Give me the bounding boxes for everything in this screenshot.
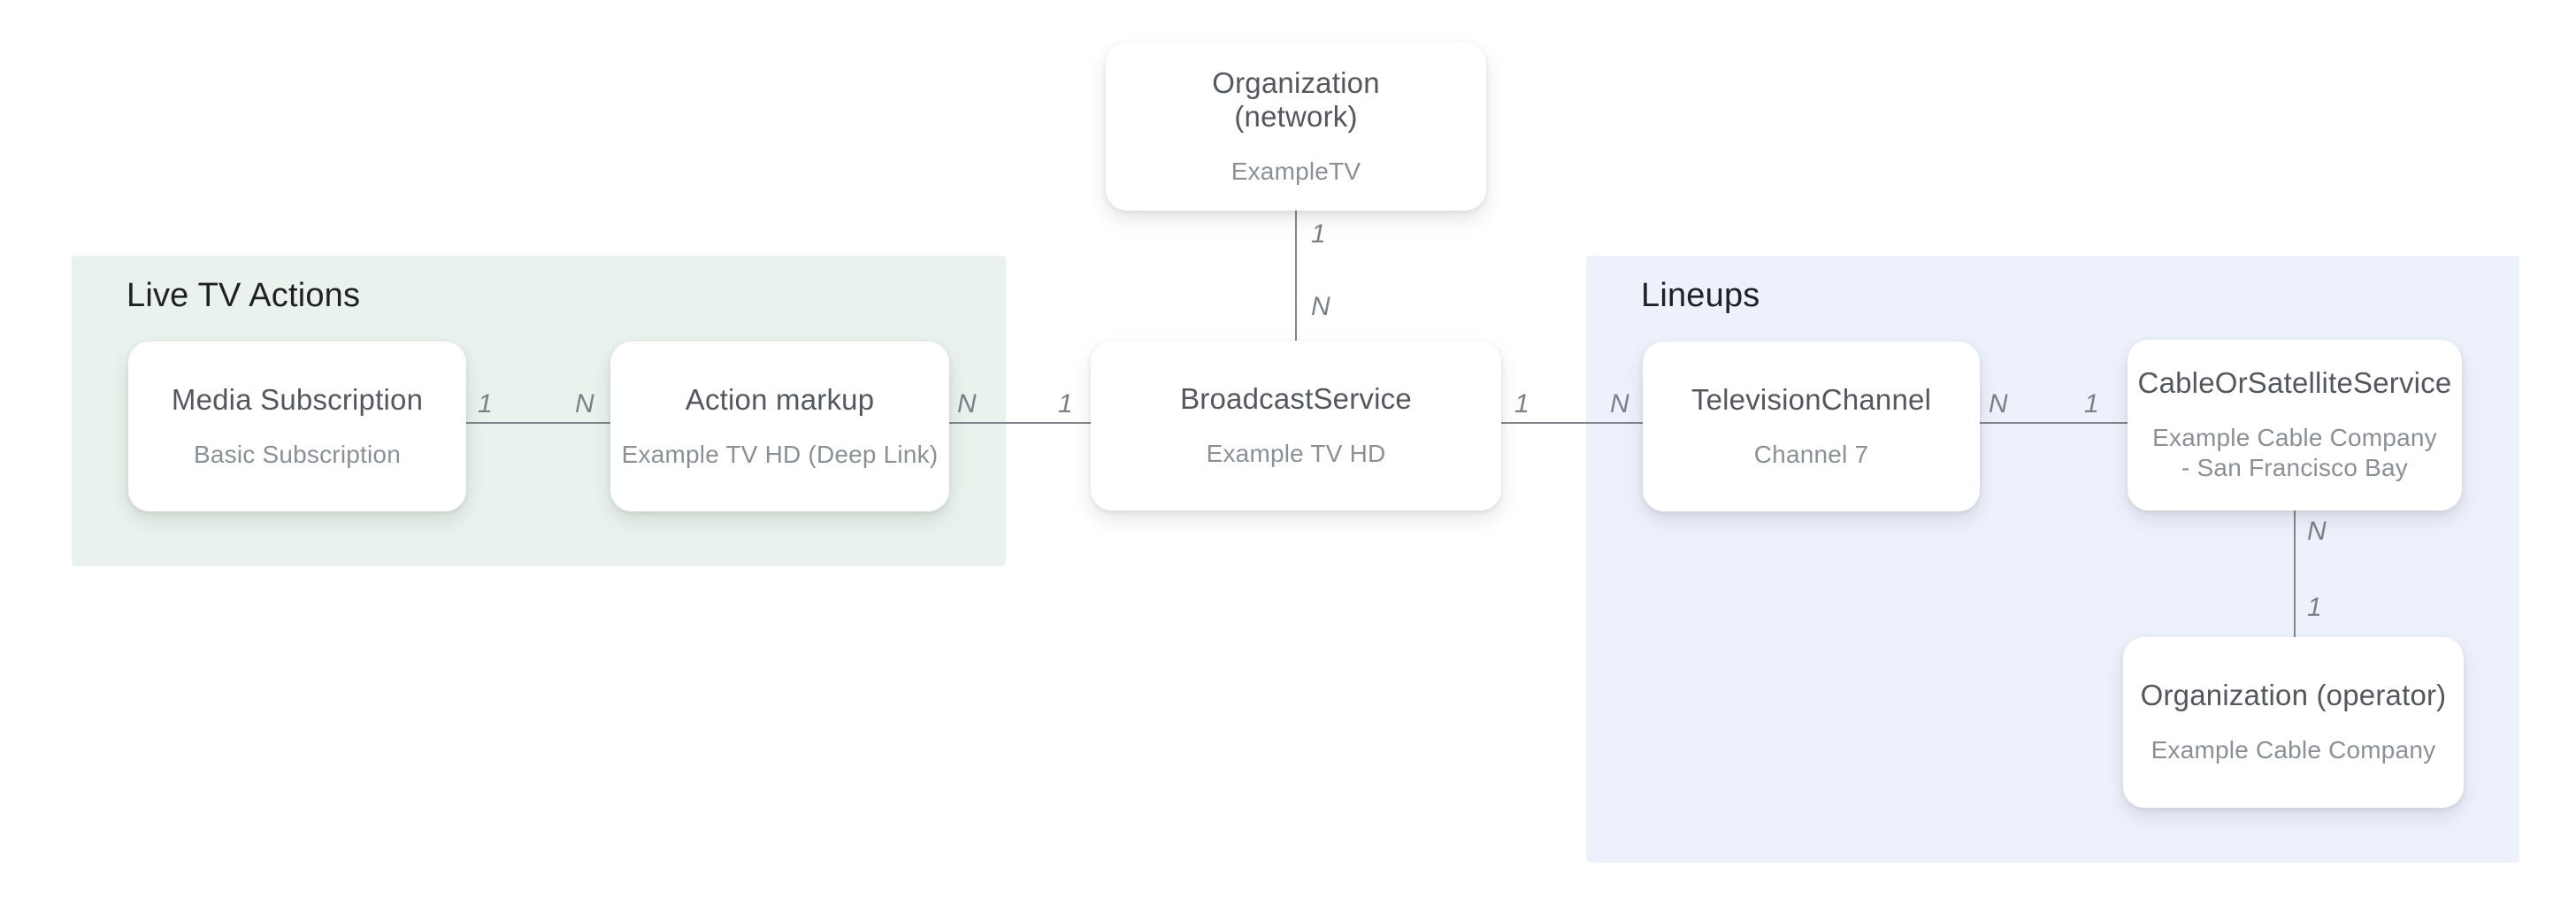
node-title: Action markup — [685, 382, 875, 416]
node-subtitle: Example Cable Company - San Francisco Ba… — [2152, 424, 2437, 482]
node-subtitle: Example TV HD (Deep Link) — [621, 440, 939, 468]
node-organization-operator: Organization (operator) Example Cable Co… — [2123, 637, 2464, 808]
node-subtitle: Channel 7 — [1753, 440, 1869, 468]
node-subtitle: Example Cable Company — [2150, 736, 2436, 764]
node-media-subscription: Media Subscription Basic Subscription — [128, 342, 466, 511]
connector-broadcast-service-to-television-channel — [1501, 422, 1643, 424]
connector-org-network-to-broadcast-service — [1295, 211, 1297, 341]
node-cable-or-satellite-service: CableOrSatelliteService Example Cable Co… — [2128, 340, 2462, 511]
node-subtitle: Example TV HD — [1206, 439, 1386, 467]
node-action-markup: Action markup Example TV HD (Deep Link) — [610, 342, 949, 511]
cardinality-label: 1 — [1058, 389, 1074, 418]
node-organization-network: Organization (network) ExampleTV — [1106, 42, 1486, 211]
connector-cable-service-to-org-operator — [2294, 511, 2296, 637]
region-title-live-tv-actions: Live TV Actions — [126, 277, 361, 314]
cardinality-label: 1 — [478, 389, 494, 418]
cardinality-label: N — [957, 389, 978, 418]
node-title: TelevisionChannel — [1690, 382, 1932, 416]
connector-action-markup-to-broadcast-service — [949, 422, 1091, 424]
cardinality-label: N — [2307, 517, 2327, 546]
node-subtitle: ExampleTV — [1230, 157, 1361, 185]
node-subtitle: Basic Subscription — [194, 440, 401, 468]
region-title-lineups: Lineups — [1641, 277, 1760, 314]
cardinality-label: 1 — [1514, 389, 1530, 418]
cardinality-label: N — [575, 389, 595, 418]
cardinality-label: 1 — [1311, 219, 1327, 249]
node-title: Media Subscription — [171, 382, 424, 416]
node-title: Organization (network) — [1212, 65, 1380, 133]
node-broadcast-service: BroadcastService Example TV HD — [1091, 341, 1501, 511]
node-television-channel: TelevisionChannel Channel 7 — [1643, 342, 1980, 511]
cardinality-label: 1 — [2084, 389, 2100, 418]
node-title: CableOrSatelliteService — [2137, 366, 2452, 400]
connector-television-channel-to-cable-service — [1980, 422, 2128, 424]
cardinality-label: N — [1989, 389, 2009, 418]
cardinality-label: N — [1610, 389, 1630, 418]
cardinality-label: 1 — [2307, 593, 2323, 622]
connector-media-subscription-to-action-markup — [466, 422, 610, 424]
node-title: Organization (operator) — [2140, 679, 2447, 712]
node-title: BroadcastService — [1180, 381, 1412, 415]
cardinality-label: N — [1311, 292, 1331, 321]
